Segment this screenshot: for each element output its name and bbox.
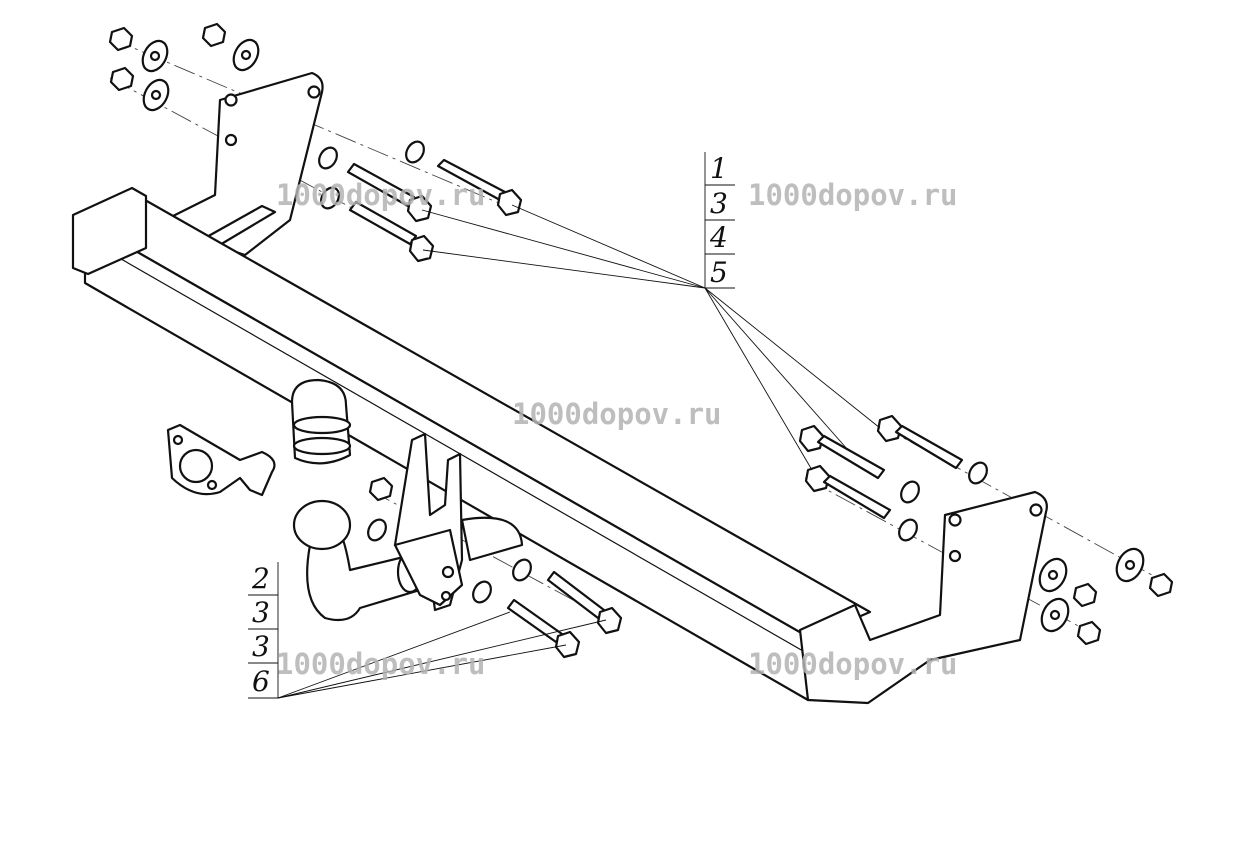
- hitch-bolts: [367, 476, 623, 659]
- callout-4: 4: [709, 221, 728, 254]
- callout-3-b: 3: [252, 630, 270, 663]
- callout-5: 5: [710, 256, 728, 289]
- callout-3-a: 3: [252, 596, 270, 629]
- tow-ball: [292, 499, 464, 622]
- callout-1: 1: [710, 152, 728, 185]
- callout-3: 3: [710, 187, 728, 220]
- leader-lines: [277, 204, 881, 699]
- right-bolts: [798, 414, 1174, 646]
- callout-left: 2 3 3 6: [248, 562, 279, 699]
- left-mounting-bracket: [163, 71, 324, 257]
- watermark-bottom-left: 1000dopov.ru: [276, 647, 486, 681]
- right-mounting-bracket: [798, 490, 1048, 705]
- watermarks: 1000dopov.ru 1000dopov.ru 1000dopov.ru 1…: [276, 178, 958, 681]
- callout-6: 6: [252, 665, 270, 698]
- watermark-top-right: 1000dopov.ru: [748, 178, 958, 212]
- watermark-top-left: 1000dopov.ru: [276, 178, 486, 212]
- callout-2: 2: [251, 562, 270, 595]
- watermark-bottom-right: 1000dopov.ru: [748, 647, 958, 681]
- socket-bracket: [166, 423, 276, 497]
- callout-right: 1 3 4 5: [704, 152, 735, 289]
- upper-bolts: [318, 140, 523, 263]
- watermark-center: 1000dopov.ru: [512, 397, 722, 431]
- upper-left-fasteners: [108, 22, 260, 112]
- ball-cover-cap: [290, 378, 352, 465]
